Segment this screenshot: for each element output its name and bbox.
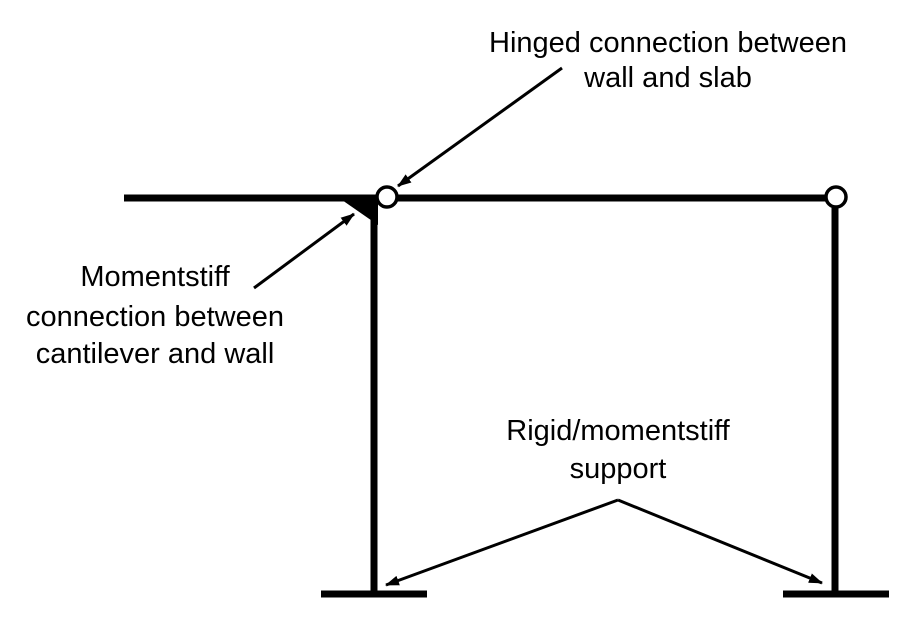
momentstiff-label-line2: connection between (26, 301, 284, 333)
support-arrow-left (385, 498, 619, 587)
hinged-arrow (397, 66, 563, 188)
momentstiff-corner-fillet (342, 200, 378, 225)
hinged-label-line1: Hinged connection between (489, 27, 847, 59)
hinged-label-line2: wall and slab (583, 62, 752, 94)
momentstiff-label-line1: Momentstiff (80, 261, 230, 293)
support-arrow-right (617, 498, 823, 585)
momentstiff-arrow (253, 212, 355, 290)
rigid-support-label-line2: support (570, 453, 667, 485)
right-hinge (824, 185, 848, 209)
left-hinge (375, 185, 399, 209)
momentstiff-label-line3: cantilever and wall (36, 338, 275, 370)
rigid-support-label-line1: Rigid/momentstiff (506, 415, 730, 447)
